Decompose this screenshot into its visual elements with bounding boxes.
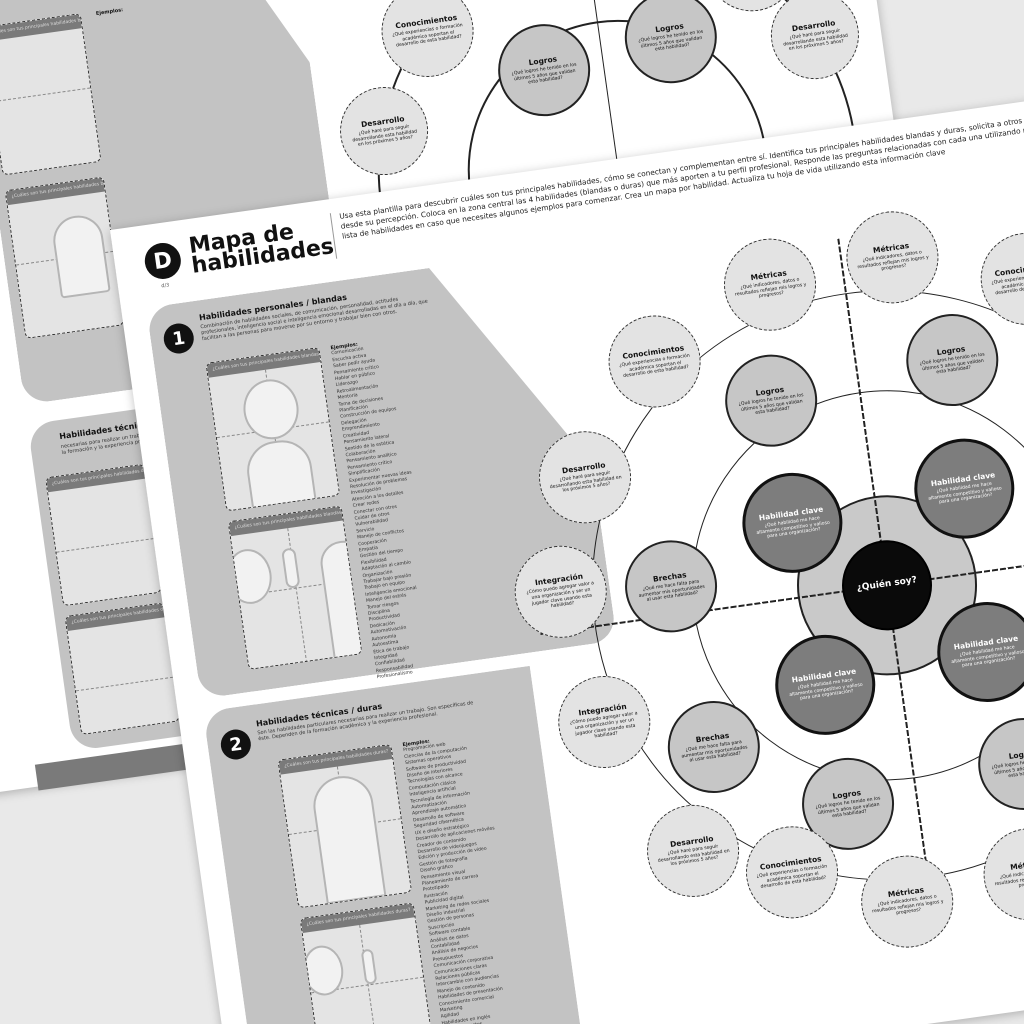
- illustration-body: [243, 436, 318, 512]
- back-soft-card-2: ¿Cuáles son tus principales habilidades …: [4, 176, 125, 339]
- front-worksheet: D d/3 Mapa de habilidades Usa esta plant…: [110, 85, 1024, 1024]
- illustration-person: [50, 212, 111, 299]
- illustration-pointing-hand: [281, 547, 301, 589]
- logo-caption: d/3: [160, 282, 170, 290]
- back-hard-card-1: ¿Cuáles son tus principales habilidades …: [45, 463, 163, 607]
- back-hard-card-2: ¿Cuáles son tus principales habilidades …: [64, 602, 181, 736]
- soft-skills-card-1[interactable]: ¿Cuáles son tus principales habilidades …: [205, 347, 341, 512]
- illustration-pointing-hand: [360, 948, 378, 985]
- hard-skills-card-1[interactable]: ¿Cuáles son tus principales habilidades …: [277, 743, 413, 909]
- logo-d-icon: D: [142, 240, 184, 282]
- soft-skills-card-2[interactable]: ¿Cuáles son tus principales habilidades …: [227, 505, 363, 670]
- page-title: Mapa de habilidades: [187, 219, 336, 279]
- hard-skills-card-2[interactable]: ¿Cuáles son tus principales habilidades …: [299, 902, 435, 1024]
- illustration-person-reading: [309, 772, 387, 905]
